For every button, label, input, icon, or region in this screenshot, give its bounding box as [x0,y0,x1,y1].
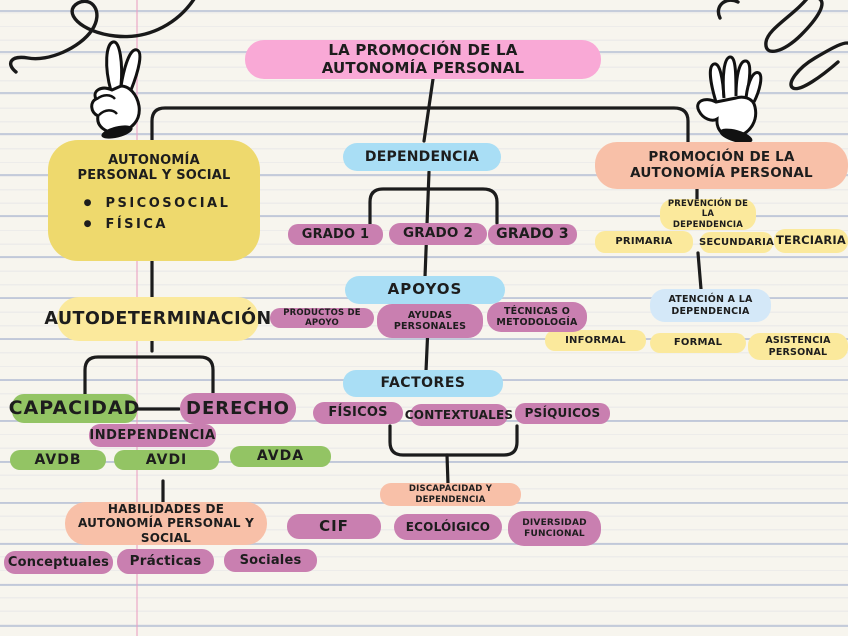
node-atencion-dependencia[interactable]: ATENCIÓN A LA DEPENDENCIA [650,289,771,322]
node-autonomia-personal-social[interactable]: AUTONOMÍA PERSONAL Y SOCIAL PSICOSOCIAL … [48,140,260,261]
node-ecologico[interactable]: ECOLÓIGICO [394,514,502,540]
node-asistencia-personal[interactable]: ASISTENCIA PERSONAL [748,333,848,360]
node-primaria[interactable]: PRIMARIA [595,231,693,253]
node-secundaria[interactable]: SECUNDARIA [699,232,774,253]
node-grado-1[interactable]: GRADO 1 [288,224,383,245]
connector-lines [83,77,703,504]
node-factores[interactable]: FACTORES [343,370,503,397]
node-title[interactable]: LA PROMOCIÓN DE LA AUTONOMÍA PERSONAL [245,40,601,79]
node-dependencia[interactable]: DEPENDENCIA [343,143,501,171]
bullet-fisica: FÍSICA [78,217,168,232]
node-tecnicas-metodologia[interactable]: TÉCNICAS O METODOLOGÍA [487,302,587,332]
scribble-top-right [716,0,848,91]
bullet-psicosocial: PSICOSOCIAL [78,196,231,211]
peace-hand-icon [90,40,142,139]
node-fisicos[interactable]: FÍSICOS [313,402,403,424]
node-promocion-autonomia[interactable]: PROMOCIÓN DE LA AUTONOMÍA PERSONAL [595,142,848,189]
node-capacidad[interactable]: CAPACIDAD [9,394,139,423]
node-discapacidad-dependencia[interactable]: DISCAPACIDAD Y DEPENDENCIA [380,483,521,506]
node-diversidad-funcional[interactable]: DIVERSIDAD FUNCIONAL [508,511,601,546]
node-formal[interactable]: FORMAL [650,333,746,353]
scribble-top-left [8,0,196,74]
node-cif[interactable]: CIF [287,514,381,539]
open-hand-icon [696,55,763,144]
node-habilidades-autonomia[interactable]: HABILIDADES DE AUTONOMÍA PERSONAL Y SOCI… [65,502,267,545]
node-avdb[interactable]: AVDB [10,450,106,470]
node-ayudas-personales[interactable]: AYUDAS PERSONALES [377,304,483,338]
node-psiquicos[interactable]: PSÍQUICOS [515,403,610,424]
node-derecho[interactable]: DERECHO [180,393,296,424]
node-autodeterminacion[interactable]: AUTODETERMINACIÓN [44,297,271,341]
node-avdi[interactable]: AVDI [114,450,219,470]
node-grado-2[interactable]: GRADO 2 [389,223,487,245]
node-prevencion-dependencia[interactable]: PREVENCIÓN DE LA DEPENDENCIA [660,199,756,230]
node-practicas[interactable]: Prácticas [117,549,214,574]
node-sociales[interactable]: Sociales [224,549,317,572]
node-apoyos[interactable]: APOYOS [345,276,505,304]
node-productos-de-apoyo[interactable]: PRODUCTOS DE APOYO [270,308,374,328]
node-autonomia-title: AUTONOMÍA PERSONAL Y SOCIAL [77,153,231,184]
node-contextuales[interactable]: CONTEXTUALES [405,404,513,426]
node-avda[interactable]: AVDA [230,446,331,467]
node-independencia[interactable]: INDEPENDENCIA [89,424,216,447]
node-grado-3[interactable]: GRADO 3 [488,224,577,245]
node-informal[interactable]: INFORMAL [545,330,646,351]
node-conceptuales[interactable]: Conceptuales [4,551,113,574]
autonomia-bullet-list: PSICOSOCIAL FÍSICA [78,196,231,233]
node-terciaria[interactable]: TERCIARIA [774,229,848,253]
